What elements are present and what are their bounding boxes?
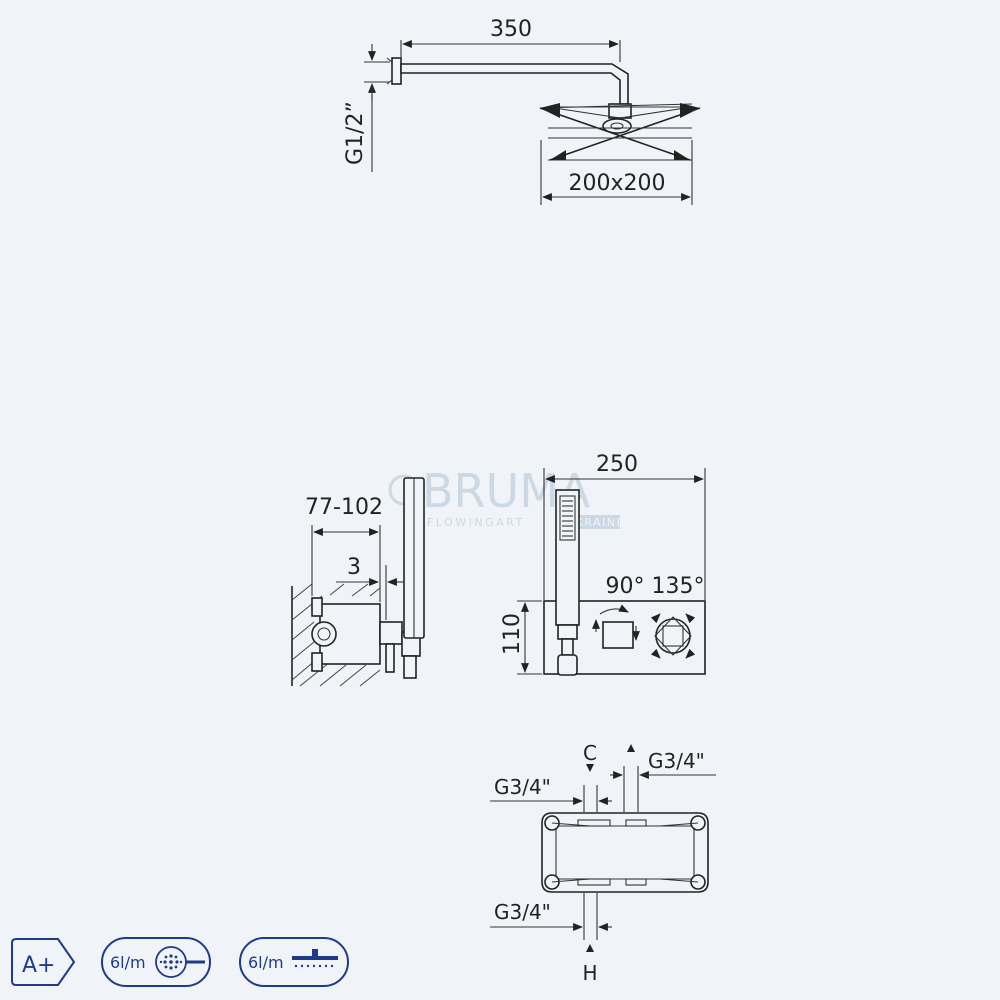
shower-arm — [400, 63, 629, 105]
port-bottom: G3/4" — [494, 900, 551, 924]
energy-badge: A+ — [11, 938, 76, 986]
dim-arm-length: 350 — [490, 17, 532, 42]
port-top-right: G3/4" — [648, 749, 705, 773]
label-h: H — [582, 961, 597, 985]
rough-in-box — [541, 812, 709, 893]
wall-flange — [391, 57, 402, 85]
bottom-view-box: C G3/4" G3/4" G3/4" H — [490, 741, 716, 985]
arrow-up-icon — [627, 744, 635, 752]
arrow-h-icon — [586, 944, 594, 952]
hand-flow-badge: 6l/m — [101, 937, 211, 987]
dim-connection-thread: G1/2” — [343, 101, 368, 165]
watermark-tagline: FLOWINGART — [427, 516, 525, 529]
angle-left: 90° — [606, 574, 645, 599]
wall-hatch — [291, 583, 381, 687]
angle-right: 135° — [652, 574, 705, 599]
label-c: C — [583, 741, 597, 765]
rain-shower-icon — [292, 949, 338, 968]
energy-class: A+ — [22, 953, 55, 978]
head-flow-rate: 6l/m — [248, 953, 284, 972]
arrow-c-icon — [586, 764, 594, 772]
dim-offset: 3 — [347, 555, 361, 580]
watermark-tagline-suffix: UKRAINE — [566, 516, 625, 529]
dim-install-depth: 77-102 — [305, 495, 383, 520]
dim-plate-height: 110 — [500, 613, 525, 655]
brand-watermark: BRUMA FLOWINGART UKRAINE — [388, 464, 625, 529]
mixer-port-circle — [311, 621, 337, 647]
top-view-shower-arm: 350 G1/2” 200x200 — [343, 17, 701, 205]
head-flow-badge: 6l/m — [239, 937, 349, 987]
thermostat-knob — [655, 618, 691, 654]
dim-head-size: 200x200 — [568, 171, 665, 196]
dim-plate-width: 250 — [596, 452, 638, 477]
hand-flow-rate: 6l/m — [110, 953, 146, 972]
port-top-left: G3/4" — [494, 775, 551, 799]
front-view-mixer: 90° 135° 250 110 — [500, 452, 706, 676]
diverter-knob — [602, 621, 634, 649]
hand-shower-icon — [155, 946, 205, 978]
side-view-mixer: 77-102 3 — [291, 477, 425, 687]
shower-head — [539, 103, 701, 161]
